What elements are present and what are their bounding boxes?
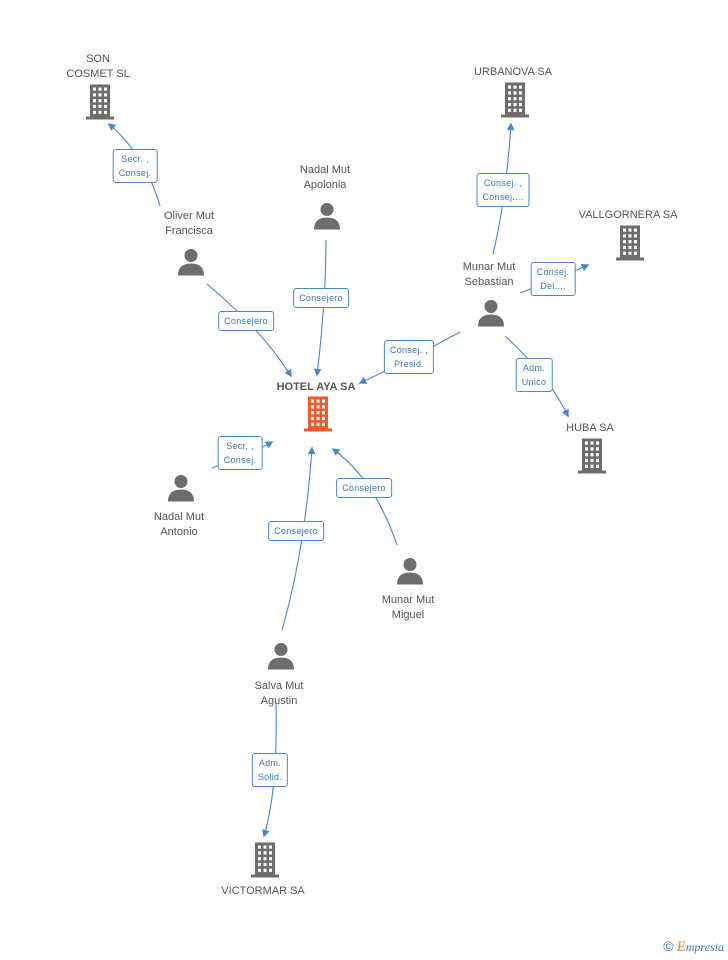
building-icon[interactable]: [499, 82, 531, 123]
node-label-son-cosmet[interactable]: SON COSMET SL: [66, 53, 130, 80]
edge-label-antonio-hotel[interactable]: Secr. , Consej.: [217, 436, 263, 470]
edge-label-sebastian-hotel[interactable]: Consej. , Presid.: [383, 340, 435, 374]
edge-label-agustin-hotel[interactable]: Consejero: [268, 521, 324, 541]
node-label-huba[interactable]: HUBA SA: [566, 422, 614, 434]
person-icon[interactable]: [266, 641, 296, 676]
empresia-brand[interactable]: © Empresia: [663, 938, 724, 956]
node-label-hotel-aya[interactable]: HOTEL AYA SA: [276, 381, 356, 393]
person-icon[interactable]: [166, 473, 196, 508]
person-icon[interactable]: [395, 556, 425, 591]
node-label-salva-agustin[interactable]: Salva Mut Agustin: [254, 680, 304, 707]
person-icon[interactable]: [476, 298, 506, 333]
person-icon[interactable]: [176, 247, 206, 282]
node-label-munar-miguel[interactable]: Munar Mut Miguel: [381, 594, 435, 621]
node-label-oliver-mut[interactable]: Oliver Mut Francisca: [163, 210, 215, 237]
node-label-vallgornera[interactable]: VALLGORNERA SA: [578, 209, 678, 221]
building-icon[interactable]: [84, 84, 116, 125]
edge-label-agustin-victormar[interactable]: Adm. Solid.: [251, 753, 289, 787]
brand-initial: E: [676, 939, 686, 955]
node-label-nadal-antonio[interactable]: Nadal Mut Antonio: [153, 511, 205, 538]
node-label-munar-sebastian[interactable]: Munar Mut Sebastian: [462, 261, 516, 288]
building-icon[interactable]: [576, 438, 608, 479]
edge-label-miguel-hotel[interactable]: Consejero: [336, 478, 392, 498]
building-icon[interactable]: [614, 225, 646, 266]
edge-label-sebastian-vallgornera[interactable]: Consej. Del....: [530, 262, 576, 296]
node-label-urbanova[interactable]: URBANOVA SA: [473, 66, 553, 78]
edge-agustin-hotel: [281, 446, 316, 631]
copyright-symbol: ©: [663, 938, 674, 954]
building-icon[interactable]: [249, 842, 281, 883]
node-label-nadal-apolonia[interactable]: Nadal Mut Apolonia: [299, 164, 351, 191]
edge-label-sebastian-huba[interactable]: Adm. Unico: [515, 358, 553, 392]
edge-label-apolonia-hotel[interactable]: Consejero: [293, 288, 349, 308]
node-label-victormar[interactable]: VICTORMAR SA: [221, 885, 305, 897]
edge-label-sebastian-urbanova[interactable]: Consej. , Consej....: [476, 173, 530, 207]
main-company-building-icon[interactable]: [302, 396, 334, 437]
person-icon[interactable]: [312, 201, 342, 236]
brand-name: mpresia: [685, 940, 724, 954]
edge-label-oliver-son[interactable]: Secr. , Consej.: [112, 149, 158, 183]
edge-label-oliver-hotel[interactable]: Consejero: [218, 311, 274, 331]
